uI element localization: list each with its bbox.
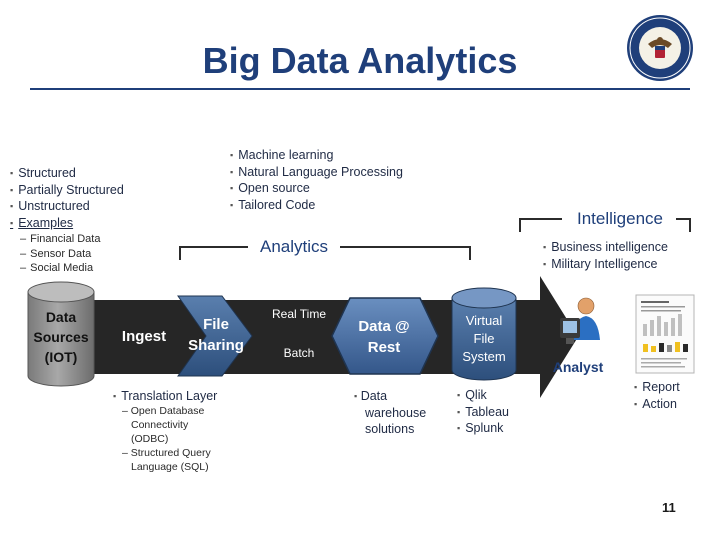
technique-item: Tailored Code <box>230 197 403 214</box>
source-type-item: Structured <box>10 165 124 182</box>
technique-item: Machine learning <box>230 147 403 164</box>
vfs-line: Virtual <box>466 313 503 328</box>
odbc-subitem: – Open Database Connectivity (ODBC) <box>122 405 205 445</box>
seal-icon <box>626 14 694 82</box>
warehouse-line: Data <box>360 389 388 403</box>
pipeline-arrow <box>50 276 578 398</box>
data-sources-line: Data <box>46 309 77 325</box>
tool-item: Tableau <box>457 404 509 421</box>
data-sources-cylinder <box>27 281 95 387</box>
data-sources-line: (IOT) <box>45 349 78 365</box>
odbc-line: Connectivity <box>131 419 189 431</box>
translation-layer-item: Translation Layer <box>113 388 217 405</box>
example-item: Financial Data <box>20 232 100 247</box>
tool-item: Qlik <box>457 387 509 404</box>
source-types-list: Structured Partially Structured Unstruct… <box>10 165 124 231</box>
data-at-rest-line: Data @ <box>358 318 409 335</box>
intelligence-list: Business intelligence Military Intellige… <box>543 239 668 272</box>
sql-subitem: – Structured Query Language (SQL) <box>122 447 211 473</box>
source-type-item: Examples <box>10 215 124 232</box>
file-sharing-line: Sharing <box>188 337 244 354</box>
examples-list: Financial Data Sensor Data Social Media <box>20 232 100 276</box>
odbc-line: (ODBC) <box>131 433 169 445</box>
sql-line: Structured Query <box>130 447 211 459</box>
intelligence-bracket <box>519 218 691 232</box>
analyst-icon <box>560 297 600 344</box>
real-time-label: Real Time <box>272 307 326 321</box>
virtual-file-system-cylinder <box>451 287 517 381</box>
warehouse-line: solutions <box>365 422 415 436</box>
analyst-label: Analyst <box>553 359 604 375</box>
technique-item: Open source <box>230 180 403 197</box>
analytics-techniques-list: Machine learning Natural Language Proces… <box>230 147 403 213</box>
page-title: Big Data Analytics <box>202 40 518 81</box>
report-thumbnail <box>635 294 695 374</box>
intelligence-item: Business intelligence <box>543 239 668 256</box>
technique-item: Natural Language Processing <box>230 164 403 181</box>
page-number: 11 <box>662 500 676 515</box>
analytics-bracket <box>179 246 471 260</box>
vfs-line: File <box>474 331 495 346</box>
output-item: Action <box>634 396 680 413</box>
source-type-item: Partially Structured <box>10 182 124 199</box>
title-underline <box>30 88 690 90</box>
ingest-label: Ingest <box>122 328 166 345</box>
data-sources-line: Sources <box>33 329 88 345</box>
tools-list: Qlik Tableau Splunk <box>457 387 509 437</box>
sql-line: Language (SQL) <box>131 461 209 473</box>
analytics-label: Analytics <box>260 237 328 256</box>
example-item: Social Media <box>20 261 100 276</box>
warehouse-line: warehouse <box>365 405 427 420</box>
odbc-line: Open Database <box>130 405 205 417</box>
warehouse-solutions: ▪ Data warehouse solutions <box>354 389 427 436</box>
source-type-item: Unstructured <box>10 198 124 215</box>
output-item: Report <box>634 379 680 396</box>
outputs-list: Report Action <box>634 379 680 412</box>
example-item: Sensor Data <box>20 247 100 262</box>
file-sharing-chevron <box>177 295 253 377</box>
intelligence-item: Military Intelligence <box>543 256 668 273</box>
intelligence-label: Intelligence <box>577 209 663 228</box>
file-sharing-line: File <box>203 316 229 333</box>
data-at-rest-line: Rest <box>368 339 401 356</box>
translation-layer-list: Translation Layer <box>113 388 217 405</box>
tool-item: Splunk <box>457 420 509 437</box>
data-at-rest-hexagon <box>331 297 439 375</box>
vfs-line: System <box>462 349 505 364</box>
batch-label: Batch <box>284 346 315 360</box>
